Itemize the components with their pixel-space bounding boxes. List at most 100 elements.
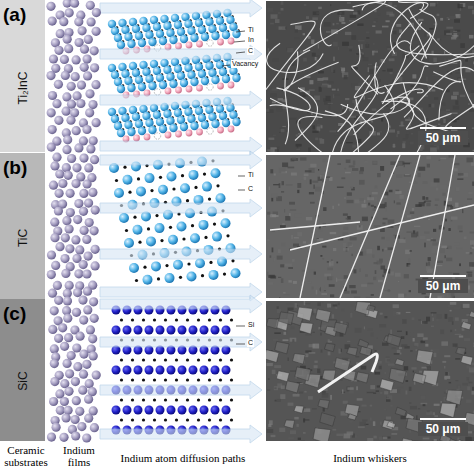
sem-grain [333, 248, 336, 251]
c-atom [208, 358, 211, 361]
sem-grain [292, 158, 298, 161]
sem-grain [454, 306, 460, 309]
sem-grain [426, 263, 428, 266]
ti-atom [165, 273, 175, 283]
sem-grain [442, 361, 446, 363]
sem-grain [393, 5, 396, 7]
sem-grain [469, 192, 473, 194]
sem-grain [390, 330, 392, 335]
si-atom [123, 406, 132, 415]
ti-atom [143, 275, 153, 285]
indium-atom [62, 216, 71, 225]
sem-grain [459, 35, 461, 39]
c-atom [164, 318, 167, 321]
sem-grain [456, 248, 462, 250]
sem-grain [382, 222, 385, 224]
sem-grain [364, 96, 366, 100]
c-atom [142, 318, 145, 321]
sem-grain [356, 356, 360, 357]
c-atom [175, 398, 178, 401]
sem-grain [422, 196, 425, 200]
c-atom [157, 277, 160, 280]
sem-grain [473, 293, 474, 296]
sem-grain [432, 75, 439, 76]
sem-grain [287, 130, 288, 132]
sem-grain [426, 77, 428, 82]
c-atom [197, 318, 200, 321]
sem-grain [298, 304, 304, 308]
sem-grain [433, 318, 434, 322]
sem-grain [451, 112, 457, 114]
si-atom [222, 326, 231, 335]
ti-atom [232, 118, 240, 126]
indium-atom [48, 91, 57, 100]
sem-grain [412, 74, 416, 78]
indium-atom [89, 297, 98, 306]
sem-grain [440, 18, 443, 21]
sem-grain [375, 18, 378, 21]
indium-atom [84, 395, 93, 404]
sem-grain [458, 386, 460, 389]
sem-grain [449, 272, 453, 273]
sem-grain [462, 383, 468, 386]
indium-atom [88, 100, 97, 109]
sem-grain [351, 290, 357, 293]
sem-grain [344, 291, 349, 294]
sem-grain [401, 121, 404, 126]
sem-grain [319, 228, 323, 232]
sem-grain [362, 405, 367, 407]
sem-grain [339, 15, 341, 19]
sem-grain [394, 353, 400, 354]
sem-grain [402, 319, 406, 324]
c-atom [186, 378, 189, 381]
sem-grain [421, 396, 425, 400]
indium-atom [65, 244, 74, 253]
sem-grain [281, 278, 284, 283]
indium-atom [62, 145, 71, 154]
indium-atom [78, 26, 87, 35]
ti-atom [145, 173, 155, 183]
sem-grain [435, 199, 439, 202]
sem-grain [396, 202, 400, 204]
sem-grain [275, 19, 280, 23]
sem-grain [406, 391, 408, 395]
sem-grain [341, 177, 345, 179]
ti-atom [138, 83, 146, 91]
vacancy-site [154, 133, 160, 139]
ti-atom [232, 30, 240, 38]
c-atom [131, 418, 134, 421]
indium-atom [72, 396, 81, 405]
sem-grain [282, 163, 288, 168]
sem-grain [376, 30, 382, 33]
sem-grain [454, 19, 460, 22]
sem-grain [446, 109, 450, 111]
sem-grain [394, 200, 395, 203]
sem-grain [389, 129, 395, 132]
indium-atom [63, 359, 72, 368]
whisker [270, 222, 360, 230]
ti-atom [222, 31, 230, 39]
sem-grain [270, 214, 276, 217]
sem-grain [433, 58, 437, 62]
sem-grain [303, 58, 307, 62]
ti-atom [148, 82, 156, 90]
sem-grain [407, 132, 410, 135]
indium-atom [66, 116, 75, 125]
sem-grain [290, 338, 297, 342]
vacancy-site [207, 84, 213, 90]
indium-atom [72, 308, 81, 317]
sem-grain [337, 187, 344, 188]
sem-grain [337, 279, 343, 280]
indium-atom [47, 143, 56, 152]
sem-grain [448, 228, 450, 231]
sem-grain [458, 173, 464, 176]
sem-grain [377, 246, 380, 250]
sem-grain [377, 132, 380, 135]
sem-grain [320, 255, 322, 257]
sem-grain [311, 40, 314, 45]
sem-grain [378, 14, 381, 16]
ti-atom [138, 39, 146, 47]
sem-ground [266, 155, 474, 298]
sem-grain [385, 372, 386, 374]
sem-grain [347, 432, 354, 436]
